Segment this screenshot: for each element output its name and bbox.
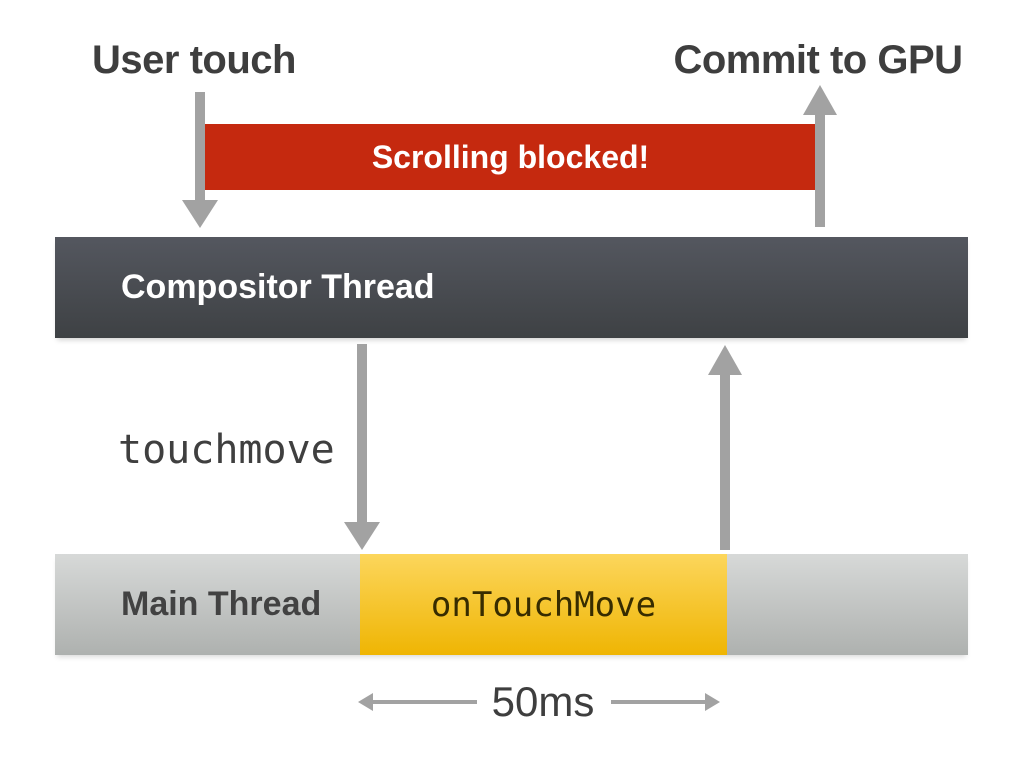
ontouchmove-busy-block: onTouchMove (360, 554, 727, 655)
duration-label: 50ms (491, 678, 595, 725)
arrow-head-down-icon (344, 522, 380, 550)
arrow-shaft (357, 344, 367, 524)
arrow-head-up-icon (803, 85, 837, 115)
compositor-thread-label: Compositor Thread (121, 268, 435, 306)
touchmove-label: touchmove (118, 427, 335, 473)
main-thread-label: Main Thread (121, 585, 322, 623)
ontouchmove-label: onTouchMove (430, 584, 657, 625)
arrow-head-down-icon (182, 200, 218, 228)
arrow-head-right-icon (705, 693, 720, 711)
scrolling-blocked-bar: Scrolling blocked! (205, 124, 816, 190)
arrow-shaft (195, 92, 205, 202)
arrow-head-up-icon (708, 345, 742, 375)
arrow-shaft (815, 113, 825, 227)
user-touch-label: User touch (92, 38, 296, 82)
arrow-shaft (611, 700, 706, 704)
scrolling-blocked-label: Scrolling blocked! (371, 138, 650, 175)
arrow-head-left-icon (358, 693, 373, 711)
compositor-thread-bar: Compositor Thread (55, 237, 968, 338)
arrow-shaft (720, 373, 730, 550)
main-thread-bar: Main Thread onTouchMove (55, 554, 968, 655)
arrow-shaft (371, 700, 477, 704)
commit-to-gpu-label: Commit to GPU (673, 38, 963, 82)
